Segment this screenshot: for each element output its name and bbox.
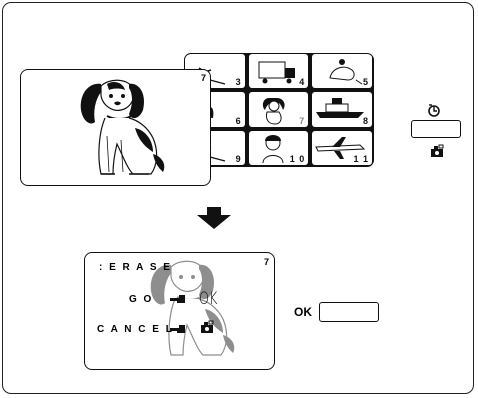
thumbnail-9[interactable]: 1 1 [312, 130, 372, 165]
airplane-icon [315, 136, 366, 159]
control-button[interactable] [411, 120, 461, 138]
camera-icon [201, 320, 214, 333]
dog-icon [262, 98, 285, 125]
main-image-number: 7 [200, 73, 206, 83]
thumbnail-number: 7 [299, 115, 306, 126]
thumbnail-number: 8 [362, 115, 369, 126]
cancel-option[interactable]: C A N C E L [97, 324, 174, 335]
erase-screen: : E R A S E 7 G O OK C A N C E L [84, 252, 275, 370]
pointer-hand-icon [170, 325, 185, 333]
thumbnail-8[interactable]: 1 0 [248, 130, 309, 165]
thumbnail-6[interactable]: 8 [312, 92, 372, 127]
dog-illustration [80, 79, 165, 175]
down-arrow-icon [197, 207, 231, 229]
thumbnail-number: 9 [235, 153, 242, 164]
ok-indicator: OK [199, 289, 218, 309]
ok-button[interactable] [319, 302, 379, 322]
main-image-view: 7 [20, 69, 211, 186]
thumbnail-number: 1 0 [289, 153, 306, 164]
self-timer-icon [428, 104, 440, 117]
thumbnail-number: 3 [235, 77, 242, 88]
erase-title: : E R A S E [99, 262, 172, 273]
thumbnail-5[interactable]: 7 [248, 92, 309, 127]
pointer-hand-icon [170, 295, 185, 303]
instruction-frame [2, 2, 474, 394]
woman-icon [262, 134, 284, 163]
ok-button-label: OK [294, 305, 312, 319]
erase-image-number: 7 [263, 257, 269, 267]
thumbnail-2[interactable]: 4 [248, 54, 309, 89]
thumbnail-3[interactable]: 5 [312, 54, 372, 89]
thumbnail-grid: 3 4 5 6 7 8 9 1 0 1 1 [184, 53, 374, 167]
faded-dog-illustration [150, 260, 235, 356]
truck-icon [258, 61, 295, 84]
go-option[interactable]: G O [129, 294, 154, 305]
thumbnail-number: 6 [235, 115, 242, 126]
rider-icon [329, 59, 363, 85]
thumbnail-number: 4 [299, 77, 306, 88]
camera-icon [431, 144, 444, 157]
thumbnail-number: 5 [362, 77, 369, 88]
thumbnail-number: 1 1 [353, 153, 369, 164]
ship-icon [316, 98, 365, 119]
